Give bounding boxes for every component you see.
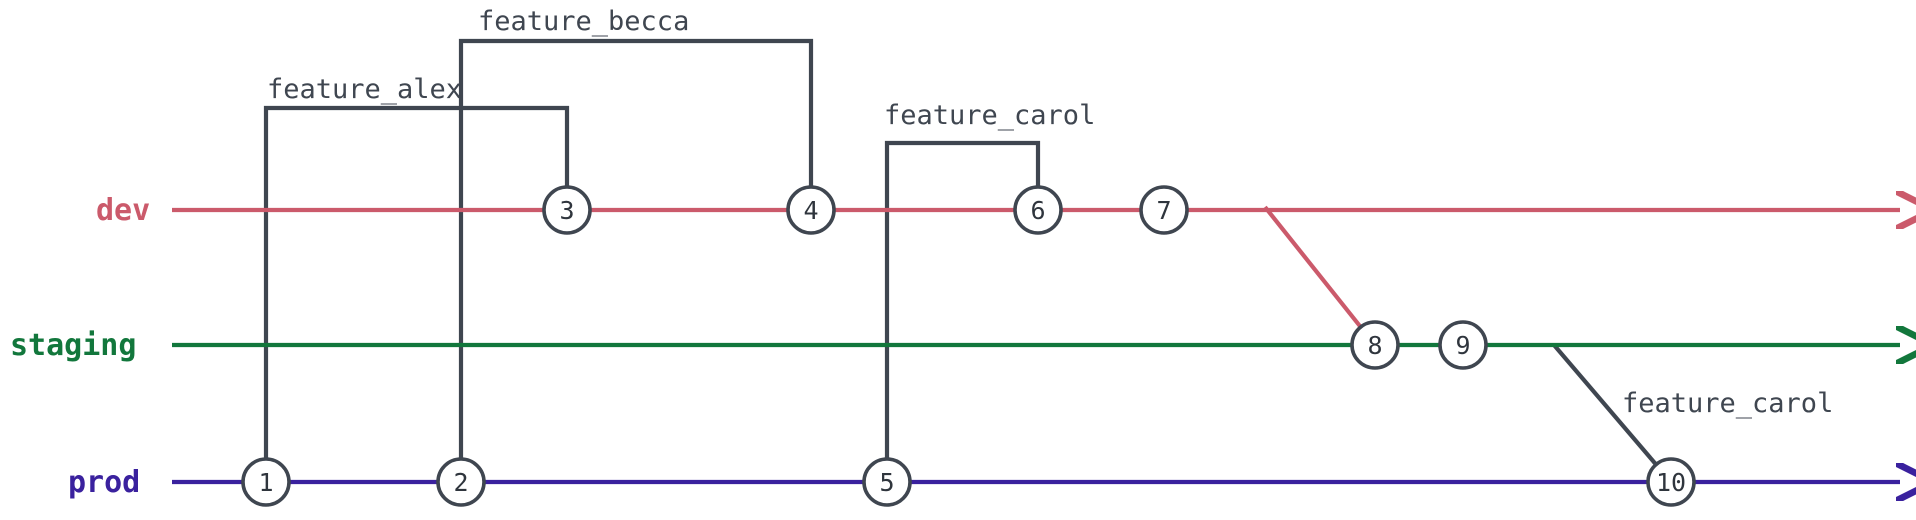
lane-label-dev: dev <box>96 193 150 228</box>
branch-path-feature_alex <box>263 105 570 482</box>
commit-circle-3[interactable] <box>542 185 592 235</box>
branch-label-feature_alex: feature_alex <box>267 74 462 105</box>
commit-circle-7[interactable] <box>1139 185 1189 235</box>
commit-circle-4[interactable] <box>786 185 836 235</box>
commit-node-7[interactable]: 7 <box>1139 185 1189 235</box>
commit-circle-6[interactable] <box>1013 185 1063 235</box>
commit-label-6: 6 <box>1030 196 1045 225</box>
lane-lines <box>172 210 1900 482</box>
branch-label-feature_carol_deploy: feature_carol <box>1622 388 1833 419</box>
commit-node-6[interactable]: 6 <box>1013 185 1063 235</box>
feature-branch-paths <box>263 38 1673 484</box>
commit-label-10: 10 <box>1656 468 1686 497</box>
commit-label-8: 8 <box>1367 331 1382 360</box>
commit-label-1: 1 <box>258 468 273 497</box>
branch-name-labels: feature_alexfeature_beccafeature_carolfe… <box>267 6 1833 419</box>
commit-node-10[interactable]: 10 <box>1646 457 1696 507</box>
commit-node-5[interactable]: 5 <box>862 457 912 507</box>
commit-node-9[interactable]: 9 <box>1438 320 1488 370</box>
commit-circle-5[interactable] <box>862 457 912 507</box>
lane-label-prod: prod <box>68 465 140 500</box>
commit-circle-8[interactable] <box>1350 320 1400 370</box>
commit-label-3: 3 <box>559 196 574 225</box>
commit-nodes: 1 2 3 4 5 6 7 8 9 10 <box>241 185 1696 507</box>
commit-label-4: 4 <box>803 196 818 225</box>
merge-lines <box>1263 205 1377 347</box>
commit-node-2[interactable]: 2 <box>436 457 486 507</box>
branch-label-feature_becca: feature_becca <box>478 6 689 37</box>
commit-node-3[interactable]: 3 <box>542 185 592 235</box>
commit-node-1[interactable]: 1 <box>241 457 291 507</box>
commit-circle-1[interactable] <box>241 457 291 507</box>
commit-node-4[interactable]: 4 <box>786 185 836 235</box>
commit-label-9: 9 <box>1455 331 1470 360</box>
lane-labels: dev staging prod <box>10 193 150 500</box>
branch-path-feature_carol_deploy <box>1552 343 1673 484</box>
branch-path-feature_carol <box>884 140 1041 482</box>
commit-circle-10[interactable] <box>1646 457 1696 507</box>
merge-line-dev-to-staging <box>1263 205 1377 347</box>
commit-label-2: 2 <box>453 468 468 497</box>
branch-path-feature_becca <box>458 38 814 482</box>
commit-circle-2[interactable] <box>436 457 486 507</box>
branch-label-feature_carol: feature_carol <box>884 100 1095 131</box>
commit-node-8[interactable]: 8 <box>1350 320 1400 370</box>
commit-circle-9[interactable] <box>1438 320 1488 370</box>
commit-label-7: 7 <box>1156 196 1171 225</box>
commit-label-5: 5 <box>879 468 894 497</box>
lane-label-staging: staging <box>10 328 136 363</box>
